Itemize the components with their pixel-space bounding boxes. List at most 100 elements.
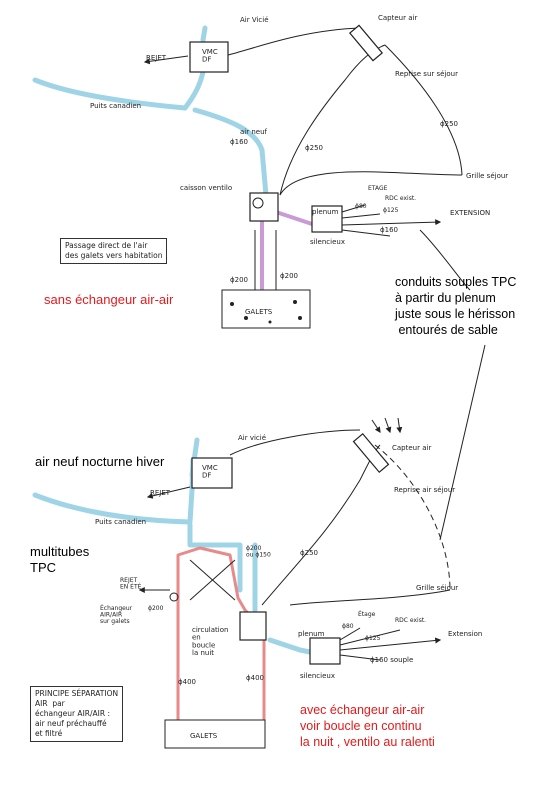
top-pointer-line <box>419 229 471 291</box>
sun-arrows <box>371 417 403 434</box>
top-extension-line <box>341 219 442 226</box>
top-grille-label: Grille séjour <box>466 172 508 180</box>
pebble-icon <box>298 316 302 320</box>
bottom-capteur-box <box>352 432 390 474</box>
bottom-d400-a: ϕ400 <box>178 678 196 686</box>
top-capteur-box <box>348 24 384 62</box>
bottom-reprise-dashed <box>374 444 451 591</box>
bottom-rejet-label: REJET <box>150 489 171 497</box>
top-silencieux-label: silencieux <box>310 238 345 246</box>
top-galets-label: GALETS <box>245 308 273 316</box>
top-caisson-label: caisson ventilo <box>180 184 232 192</box>
top-rejet-label: REJET <box>146 54 167 62</box>
top-duct-to-vmc <box>182 69 206 111</box>
top-rejet-arrow <box>143 55 189 65</box>
bottom-puits-duct <box>32 492 193 525</box>
bottom-plenum-box <box>309 637 341 665</box>
bottom-line-capteur <box>229 429 361 456</box>
top-extension-label: EXTENSION <box>450 209 490 217</box>
top-d160-a: ϕ160 <box>230 138 248 146</box>
top-lines <box>143 27 486 541</box>
top-plenum-label: plenum <box>312 208 339 216</box>
top-reprise-line <box>384 44 463 176</box>
bottom-silencieux-label: silencieux <box>300 672 335 680</box>
top-d200-b: ϕ200 <box>280 272 298 280</box>
top-fan-icon <box>252 197 264 209</box>
bottom-rdc-line <box>339 629 401 646</box>
top-line-capteur <box>227 27 361 56</box>
bottom-reprise-label: Reprise air séjour <box>394 486 455 494</box>
bottom-d200: ϕ200 <box>148 605 164 612</box>
top-rdc-label: RDC exist. <box>385 195 416 202</box>
bottom-d125: ϕ125 <box>365 635 381 642</box>
pebble-icon <box>244 316 248 320</box>
top-caisson-box <box>249 192 279 222</box>
top-galets-bed <box>221 289 311 329</box>
top-d250-b: ϕ250 <box>305 144 323 152</box>
bottom-rejet-arrow <box>146 486 191 499</box>
bottom-lines <box>138 429 451 661</box>
top-160-line <box>341 229 391 237</box>
top-d200-a: ϕ200 <box>230 276 248 284</box>
pebble-icon <box>268 320 272 324</box>
bottom-return-line <box>289 589 451 606</box>
bottom-d80: ϕ80 <box>342 623 354 630</box>
bottom-250-line <box>261 444 381 606</box>
bottom-air-neuf-duct <box>187 522 243 593</box>
top-bypass <box>260 208 317 302</box>
bottom-galets-bed <box>164 719 266 749</box>
top-air-neuf-label: air neuf <box>240 128 268 136</box>
bottom-160-line <box>339 654 381 661</box>
bottom-ducts <box>32 437 313 655</box>
bottom-principe-box: PRINCIPE SÉPARATION AIR par échangeur AI… <box>30 686 124 742</box>
bottom-puits-label: Puits canadien <box>95 518 146 526</box>
bottom-damper-icon <box>169 592 179 602</box>
bottom-rdc-label: RDC exist. <box>395 617 426 624</box>
top-ducts <box>32 25 269 198</box>
bottom-grille-label: Grille séjour <box>416 584 458 592</box>
pointer-long-line <box>439 344 486 541</box>
top-d160-b: ϕ160 <box>380 226 398 234</box>
bottom-caisson-box <box>239 611 267 641</box>
top-vmc-box <box>189 41 229 73</box>
bottom-cross-b <box>189 559 236 601</box>
top-d250-a: ϕ250 <box>440 120 458 128</box>
bottom-extension-line <box>339 637 442 651</box>
top-etage-line <box>341 204 366 213</box>
top-reprise-label: Reprise sur séjour <box>395 70 458 78</box>
top-puits-label: Puits canadien <box>90 102 141 110</box>
top-air-neuf-duct <box>192 107 269 198</box>
top-exhaust-duct <box>200 25 208 43</box>
bottom-d160-souple: ϕ160 souple <box>370 656 413 664</box>
sun-arrow-icon <box>371 419 381 433</box>
top-capteur-label: Capteur air <box>378 14 417 22</box>
top-black-annotation: conduits souples TPC à partir du plenum … <box>395 275 517 337</box>
bottom-capteur-label: Capteur air <box>392 444 431 452</box>
top-red-annotation: sans échangeur air-air <box>44 292 174 307</box>
bottom-plenum-duct <box>267 637 313 655</box>
top-plenum-box <box>311 205 343 233</box>
pebble-icon <box>293 300 297 304</box>
sun-arrow-icon <box>384 417 392 434</box>
bottom-d400-b: ϕ400 <box>246 674 264 682</box>
bottom-extension-label: Extension <box>448 630 482 638</box>
top-return-line <box>279 171 463 196</box>
top-etage-label: ETAGE <box>368 185 388 192</box>
bottom-multitubes-annotation: multitubes TPC <box>30 544 90 575</box>
top-rdc-line <box>341 213 381 219</box>
sun-arrow-icon <box>396 417 403 434</box>
bottom-red-annotation: avec échangeur air-air voir boucle en co… <box>300 703 435 749</box>
bottom-plenum-label: plenum <box>298 630 325 638</box>
top-note-box: Passage direct de l'air des galets vers … <box>60 238 168 264</box>
bottom-d250: ϕ250 <box>300 549 318 557</box>
